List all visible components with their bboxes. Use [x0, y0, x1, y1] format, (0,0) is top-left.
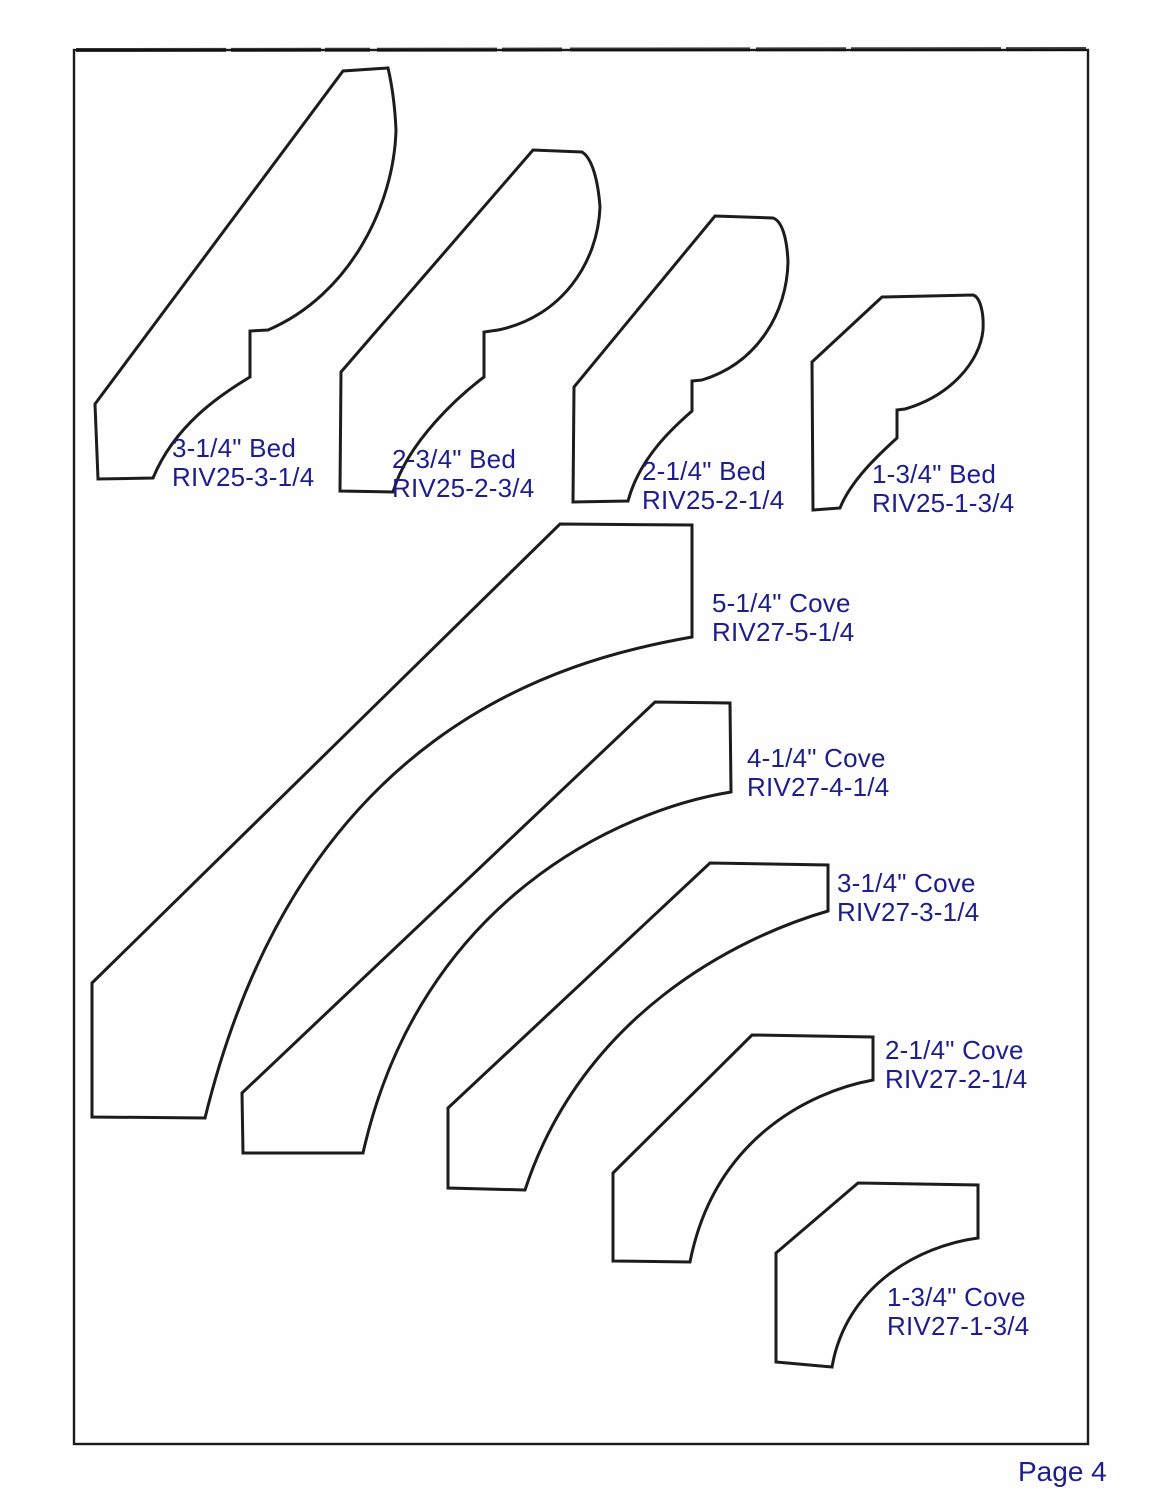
profile-label-cove-2-1-4: 2-1/4" Cove RIV27-2-1/4 — [885, 1036, 1027, 1094]
profile-label-bed-2-1-4: 2-1/4" Bed RIV25-2-1/4 — [642, 457, 784, 515]
profile-outline-cove-4-1-4 — [240, 700, 733, 1155]
profile-outline-bed-3-1-4 — [93, 66, 398, 481]
size-label: 3-1/4" Bed — [172, 433, 296, 463]
code-label: RIV27-4-1/4 — [747, 772, 890, 802]
profile-label-cove-1-3-4: 1-3/4" Cove RIV27-1-3/4 — [887, 1283, 1029, 1341]
size-label: 2-1/4" Cove — [885, 1035, 1024, 1065]
code-label: RIV25-2-3/4 — [392, 473, 535, 503]
code-label: RIV27-1-3/4 — [887, 1311, 1030, 1341]
profile-label-bed-3-1-4: 3-1/4" Bed RIV25-3-1/4 — [172, 434, 314, 492]
profile-outline-cove-1-3-4 — [774, 1181, 980, 1369]
profile-outline-bed-1-3-4 — [810, 293, 985, 512]
code-label: RIV25-3-1/4 — [172, 462, 315, 492]
code-label: RIV27-2-1/4 — [885, 1064, 1028, 1094]
size-label: 5-1/4" Cove — [712, 588, 851, 618]
size-label: 2-3/4" Bed — [392, 444, 516, 474]
profile-outline-bed-2-3-4 — [338, 148, 602, 494]
code-label: RIV25-1-3/4 — [872, 488, 1015, 518]
profile-label-cove-4-1-4: 4-1/4" Cove RIV27-4-1/4 — [747, 744, 889, 802]
profile-outline-cove-3-1-4 — [446, 861, 830, 1192]
size-label: 3-1/4" Cove — [837, 868, 976, 898]
profile-outline-cove-5-1-4 — [90, 522, 694, 1120]
profile-label-cove-5-1-4: 5-1/4" Cove RIV27-5-1/4 — [712, 589, 854, 647]
page-number: Page 4 — [1018, 1456, 1107, 1487]
size-label: 4-1/4" Cove — [747, 743, 886, 773]
profile-outline-bed-2-1-4 — [571, 214, 790, 504]
page-border-top-scan-line — [75, 47, 1087, 52]
code-label: RIV25-2-1/4 — [642, 485, 785, 515]
profile-label-cove-3-1-4: 3-1/4" Cove RIV27-3-1/4 — [837, 869, 979, 927]
code-label: RIV27-5-1/4 — [712, 617, 855, 647]
profile-label-bed-2-3-4: 2-3/4" Bed RIV25-2-3/4 — [392, 445, 534, 503]
profile-label-bed-1-3-4: 1-3/4" Bed RIV25-1-3/4 — [872, 460, 1014, 518]
code-label: RIV27-3-1/4 — [837, 897, 980, 927]
size-label: 1-3/4" Cove — [887, 1282, 1026, 1312]
profile-outline-cove-2-1-4 — [611, 1033, 875, 1264]
size-label: 1-3/4" Bed — [872, 459, 996, 489]
size-label: 2-1/4" Bed — [642, 456, 766, 486]
